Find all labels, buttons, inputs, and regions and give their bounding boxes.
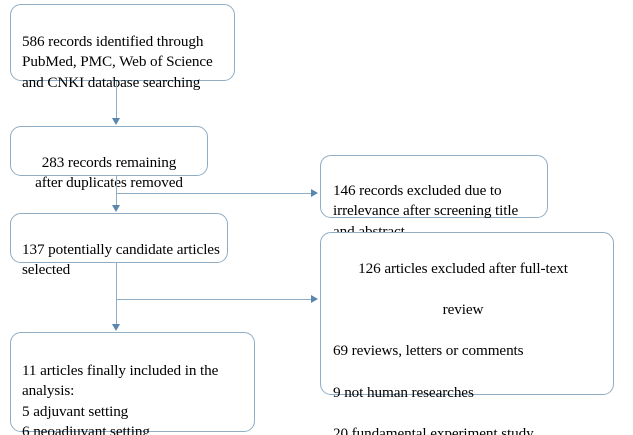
connector-identified-to-duplicates [116, 81, 118, 119]
excluded-fulltext-line-4: 9 not human researches [333, 383, 474, 401]
box-articles-included-text: 11 articles finally included in the anal… [22, 362, 219, 435]
arrow-branch-to-excluded-screening [311, 189, 318, 197]
box-candidate-articles: 137 potentially candidate articles selec… [10, 213, 228, 278]
connector-duplicates-to-candidates [116, 176, 118, 206]
connector-candidates-to-included [116, 263, 118, 325]
excluded-fulltext-line-5: 20 fundamental experiment study [333, 425, 534, 435]
excluded-fulltext-line-2: review [442, 301, 484, 319]
box-candidate-articles-text: 137 potentially candidate articles selec… [22, 241, 220, 279]
box-records-identified-text: 586 records identified through PubMed, P… [22, 33, 213, 91]
arrow-identified-to-duplicates [112, 118, 120, 125]
box-excluded-after-fulltext: 126 articles excluded after full-text re… [320, 232, 614, 435]
box-records-after-duplicates-text: 283 records remaining after duplicates r… [35, 154, 183, 192]
excluded-fulltext-line-1: 126 articles excluded after full-text [358, 259, 568, 277]
box-excluded-after-screening: 146 records excluded due to irrelevance … [320, 155, 548, 240]
box-records-after-duplicates: 283 records remaining after duplicates r… [10, 126, 208, 191]
arrow-branch-to-excluded-fulltext [311, 295, 318, 303]
box-records-identified: 586 records identified through PubMed, P… [10, 4, 235, 91]
arrow-candidates-to-included [112, 324, 120, 331]
connector-branch-to-excluded-fulltext [116, 299, 312, 301]
connector-branch-to-excluded-screening [116, 193, 312, 195]
arrow-duplicates-to-candidates [112, 205, 120, 212]
box-articles-included: 11 articles finally included in the anal… [10, 332, 255, 435]
excluded-fulltext-line-3: 69 reviews, letters or comments [333, 342, 524, 360]
